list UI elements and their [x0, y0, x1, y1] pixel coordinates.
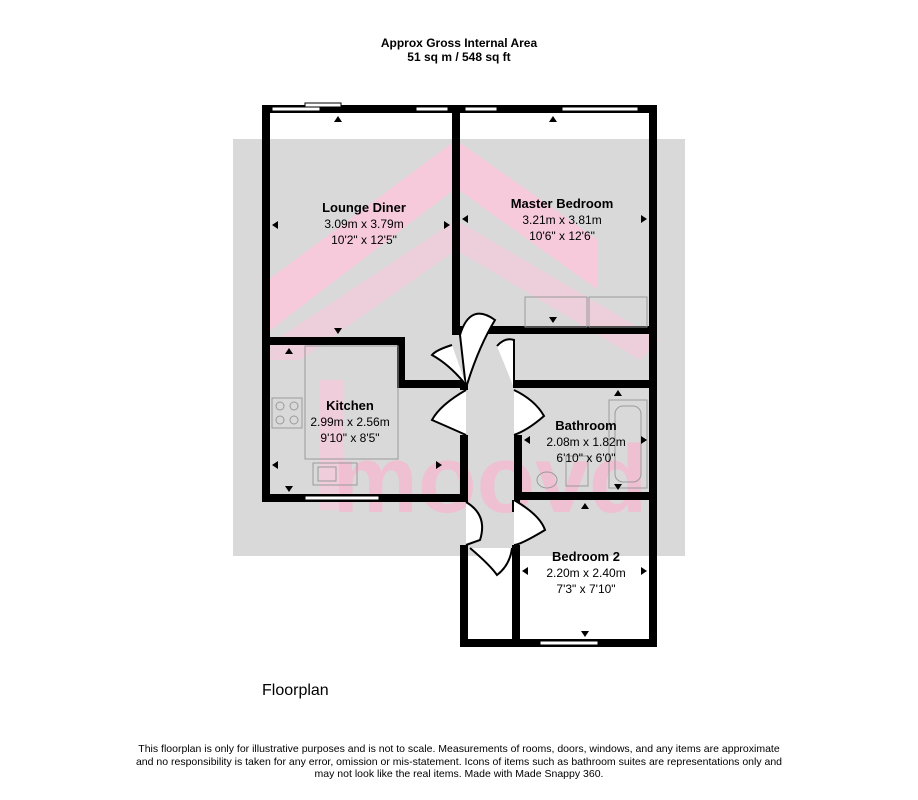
- hob-burner-3: [275, 415, 285, 425]
- wall-top-left: [262, 105, 460, 113]
- wall-lounge-bottom: [262, 337, 402, 345]
- arrow-kitchen-bottom: [285, 486, 293, 492]
- toilet-icon: [536, 471, 558, 489]
- disclaimer-line: and no responsibility is taken for any e…: [135, 755, 783, 768]
- room-name: Bedroom 2: [552, 549, 620, 564]
- arrow-bedroom2-top: [581, 503, 589, 509]
- basin-icon: [565, 455, 589, 487]
- arrow-kitchen-left: [272, 461, 278, 469]
- room-imperial: 10'2" x 12'5": [331, 233, 397, 247]
- room-metric: 2.99m x 2.56m: [310, 415, 389, 429]
- wall-kitchen-left: [262, 337, 270, 502]
- wall-bedroom2-left: [512, 545, 520, 645]
- fixtures: [271, 296, 648, 489]
- window-lounge-1: [271, 106, 321, 112]
- arrow-bathroom-top: [614, 390, 622, 396]
- room-imperial: 9'10" x 8'5": [320, 431, 379, 445]
- disclaimer: This floorplan is only for illustrative …: [100, 743, 818, 781]
- hob-icon: [271, 397, 303, 429]
- door-master-swing: [496, 338, 515, 388]
- wall-cupboard-left: [460, 545, 468, 645]
- arrow-master-top: [549, 116, 557, 122]
- arrow-lounge-left: [272, 221, 278, 229]
- room-imperial: 7'3" x 7'10": [556, 582, 615, 596]
- area-title: Approx Gross Internal Area: [380, 36, 538, 50]
- arrow-kitchen-top: [285, 348, 293, 354]
- arrow-bathroom-right: [641, 436, 647, 444]
- wall-bathroom-bottom: [514, 492, 657, 500]
- hob-burner-2: [289, 401, 299, 411]
- door-bedroom2-b: [513, 499, 547, 546]
- window-kitchen: [304, 495, 380, 501]
- door-cupboard: [469, 547, 513, 577]
- room-metric: 2.20m x 2.40m: [546, 566, 625, 580]
- hob-burner-4: [289, 415, 299, 425]
- wall-kitchen-top: [397, 380, 467, 388]
- wall-bathroom-left: [514, 435, 522, 500]
- arrow-bedroom2-left: [522, 567, 528, 575]
- room-metric: 3.21m x 3.81m: [522, 213, 601, 227]
- door-lounge-swing: [430, 344, 467, 386]
- floor-title: Floorplan: [262, 682, 329, 699]
- wall-bathroom-top: [514, 380, 657, 388]
- window-bedroom2: [539, 640, 599, 646]
- wall-kitchen-right: [460, 435, 468, 500]
- arrow-master-right: [641, 215, 647, 223]
- windows: [271, 102, 639, 646]
- dimension-arrows: [272, 116, 647, 637]
- wall-lounge-left: [262, 105, 270, 345]
- wardrobe-2: [588, 296, 648, 328]
- hob-burner-1: [275, 401, 285, 411]
- room-name: Lounge Diner: [322, 200, 406, 215]
- arrow-lounge-top: [334, 116, 342, 122]
- wall-lounge-master: [452, 105, 460, 335]
- disclaimer-line: may not look like the real items. Made w…: [314, 768, 604, 780]
- window-master-1: [464, 106, 498, 112]
- watermark-roof: [268, 140, 598, 332]
- door-bathroom-swing: [513, 389, 546, 436]
- room-imperial: 10'6" x 12'6": [529, 229, 595, 243]
- wall-kitchen-step: [397, 337, 405, 387]
- window-lounge-2: [304, 102, 342, 108]
- wardrobe-1: [524, 296, 588, 328]
- kitchen-worktop: [304, 345, 399, 460]
- wall-master-bottom: [460, 326, 657, 334]
- room-metric: 3.09m x 3.79m: [324, 217, 403, 231]
- arrow-master-left: [462, 215, 468, 223]
- wall-bedroom2-right: [649, 492, 657, 647]
- arrow-bathroom-left: [524, 436, 530, 444]
- wall-kitchen-right-top: [460, 380, 468, 390]
- watermark-text: moovd: [333, 426, 648, 533]
- sink-icon: [312, 462, 358, 486]
- wall-right-upper: [649, 105, 657, 500]
- disclaimer-line: This floorplan is only for illustrative …: [138, 743, 780, 755]
- arrow-bedroom2-right: [641, 567, 647, 575]
- walls: [262, 105, 657, 647]
- wall-top-right: [452, 105, 657, 113]
- door-kitchen-swing: [430, 389, 467, 436]
- area-value: 51 sq m / 548 sq ft: [407, 50, 511, 64]
- arrow-lounge-bottom: [334, 328, 342, 334]
- door-bedroom2-a: [465, 501, 484, 546]
- room-name: Bathroom: [555, 418, 616, 433]
- wall-bathroom-top-left: [514, 380, 522, 388]
- room-metric: 2.08m x 1.82m: [546, 435, 625, 449]
- room-labels: Lounge Diner 3.09m x 3.79m 10'2" x 12'5"…: [310, 196, 625, 596]
- arrow-bathroom-bottom: [614, 484, 622, 490]
- room-name: Master Bedroom: [511, 196, 614, 211]
- arrow-bedroom2-bottom: [581, 631, 589, 637]
- room-imperial: 6'10" x 6'0": [556, 451, 615, 465]
- watermark-wall: [320, 380, 344, 510]
- sink-bowl: [317, 466, 337, 482]
- door-lounge: [458, 312, 497, 389]
- doors: [430, 312, 547, 577]
- window-master-2: [561, 106, 639, 112]
- bath-icon: [608, 399, 648, 489]
- room-name: Kitchen: [326, 398, 374, 413]
- arrow-kitchen-right: [436, 461, 442, 469]
- arrow-lounge-right: [444, 221, 450, 229]
- arrow-master-bottom: [549, 317, 557, 323]
- window-lounge-3: [415, 106, 449, 112]
